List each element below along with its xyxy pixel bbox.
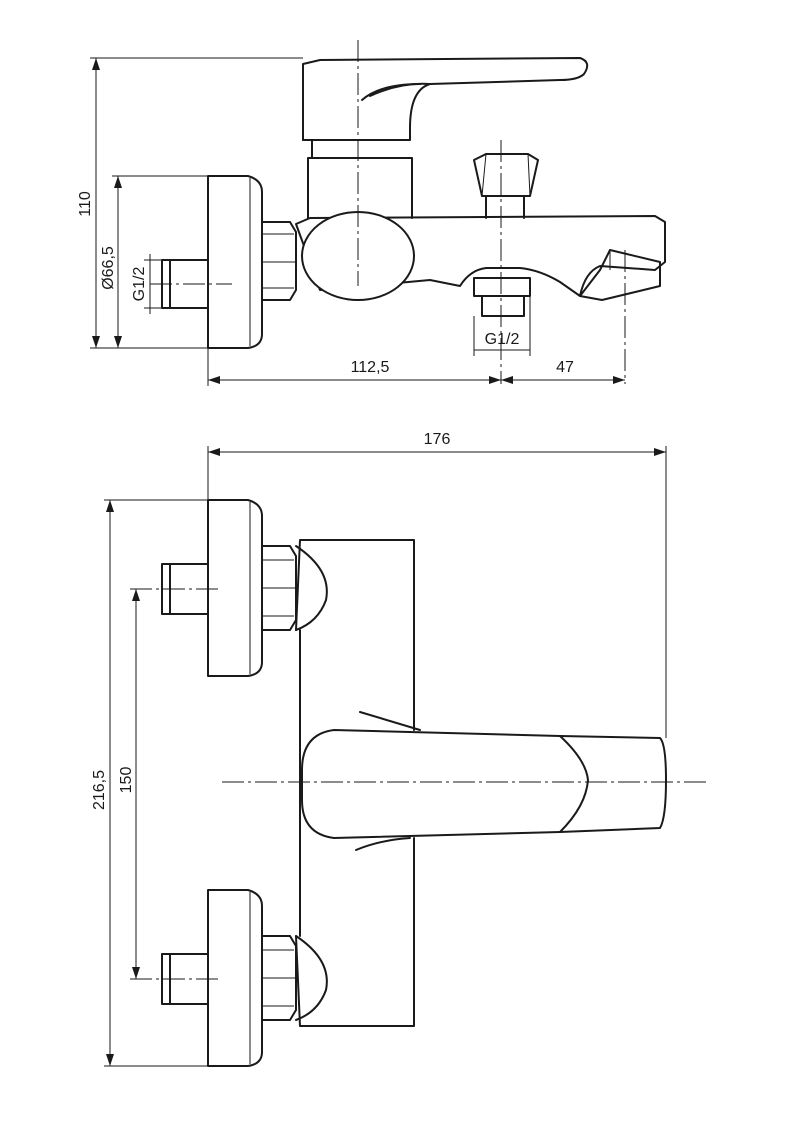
dim-total-depth: 176: [424, 431, 451, 448]
hex-nut-side: [261, 221, 297, 301]
mixer-body-top: [295, 539, 415, 1027]
lower-flange-top: [207, 889, 263, 1067]
side-view: 110 Ø66,5 G1/2 G1/2 112,5 47: [77, 40, 666, 386]
dim-height-total: 110: [77, 191, 94, 217]
lower-hex-nut: [261, 935, 297, 1021]
upper-flange-top: [207, 499, 263, 677]
dim-total-width: 216,5: [91, 770, 108, 810]
dim-inlet-thread: G1/2: [131, 267, 148, 302]
dim-depth-to-outlet: 112,5: [351, 359, 390, 376]
cartridge-cover: [307, 157, 413, 219]
top-view: 176 216,5 150: [91, 431, 708, 1067]
dim-outlet-thread: G1/2: [485, 331, 520, 348]
mixer-body-side: [295, 215, 666, 297]
lever-handle-top: [301, 729, 667, 839]
wall-flange-side: [207, 175, 263, 349]
dim-outlet-to-spout: 47: [556, 359, 574, 376]
bottom-outlet: [473, 277, 531, 317]
dim-flange-diameter: Ø66,5: [100, 246, 117, 290]
spout-aerator: [579, 249, 661, 301]
dim-inlet-spacing: 150: [118, 767, 135, 794]
